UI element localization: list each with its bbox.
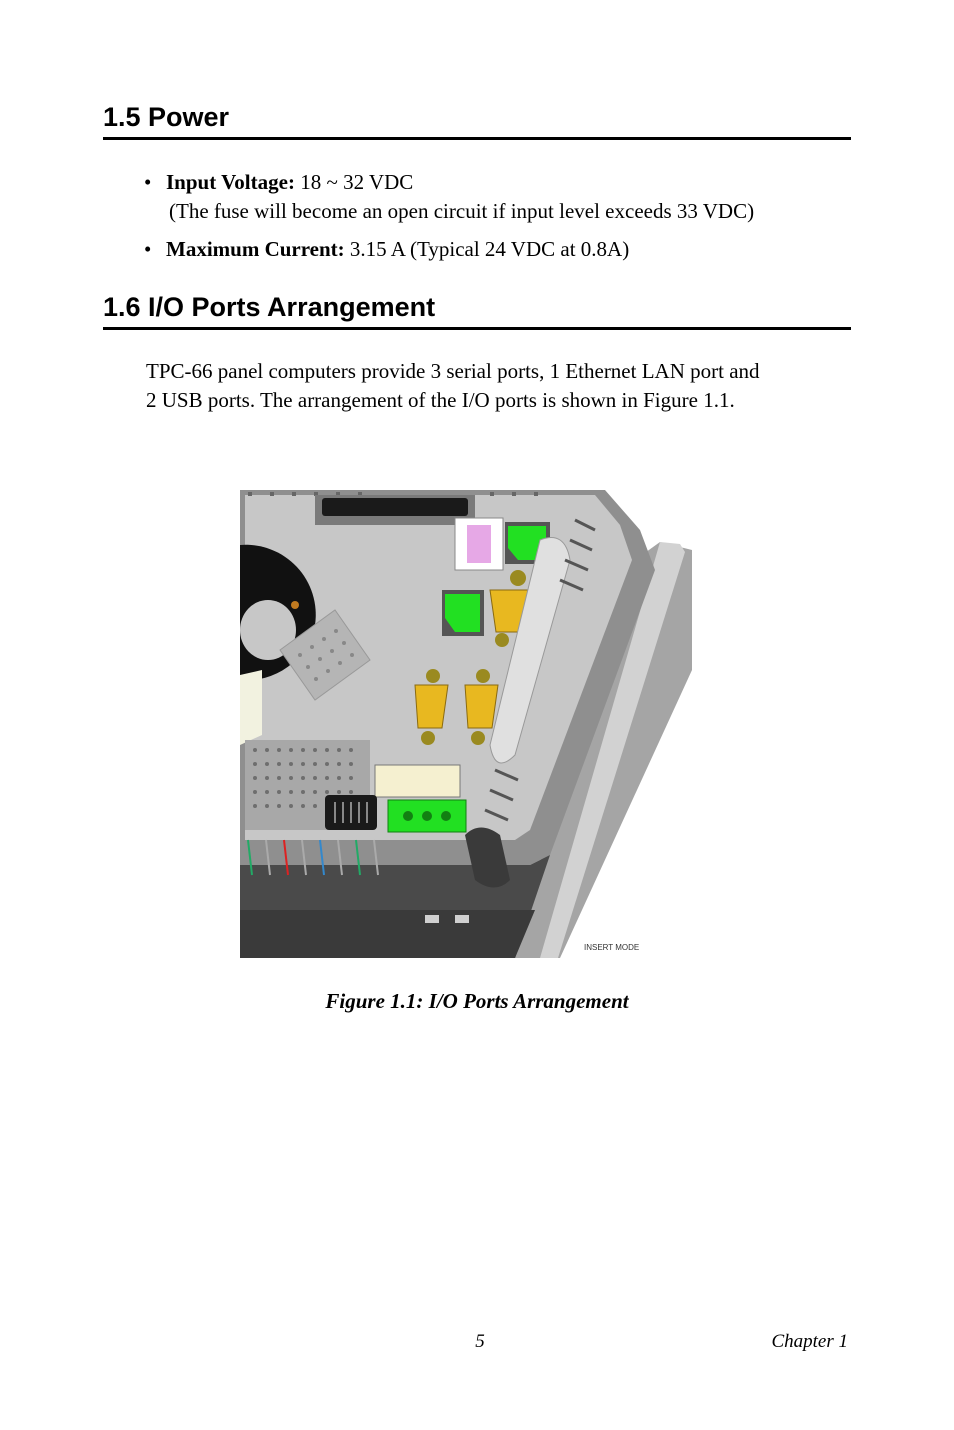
input-voltage-note: (The fuse will become an open circuit if… [169, 199, 755, 223]
expansion-slot [374, 764, 461, 798]
terminal-pin [403, 811, 413, 821]
serial-port-com2 [414, 684, 449, 729]
section-heading-power: 1.5 Power [103, 102, 230, 132]
max-current-item: Maximum Current: 3.15 A (Typical 24 VDC … [166, 235, 629, 264]
section-heading-io-ports: 1.6 I/O Ports Arrangement [103, 292, 436, 322]
heading-rule [103, 137, 851, 140]
cf-card-slot [322, 498, 468, 516]
status-leds [247, 839, 379, 876]
bullet-marker: • [144, 237, 152, 261]
top-vents [248, 492, 538, 496]
usb-port-top [508, 526, 546, 560]
input-voltage-value: 18 ~ 32 VDC [294, 170, 414, 194]
paragraph-line: TPC-66 panel computers provide 3 serial … [146, 359, 760, 383]
dip-switch-keys [334, 802, 368, 823]
serial-screw [510, 570, 526, 586]
serial-screw [495, 633, 509, 647]
bullet-marker: • [144, 170, 152, 194]
terminal-pin [441, 811, 451, 821]
speaker-hole [240, 600, 296, 660]
figure-caption: Figure 1.1: I/O Ports Arrangement [325, 989, 629, 1013]
max-current-label: Maximum Current: [166, 237, 345, 261]
heading-rule [103, 327, 851, 330]
io-ports-figure: INSERT MODE [240, 490, 692, 958]
bezel-edge [540, 542, 685, 958]
chassis-base [240, 910, 535, 958]
chapter-label: Chapter 1 [771, 1331, 848, 1352]
terminal-pin [422, 811, 432, 821]
mounting-foot [465, 827, 510, 888]
input-voltage-item: Input Voltage: 18 ~ 32 VDC [166, 168, 413, 197]
serial-port-com3 [464, 684, 499, 729]
vent-grid-holes [253, 748, 353, 808]
screw [291, 601, 299, 609]
base-slot [455, 915, 469, 923]
serial-screw [426, 669, 440, 683]
perforated-plate [279, 609, 371, 701]
label-sticker [240, 670, 262, 745]
page-number: 5 [475, 1331, 485, 1352]
pink-port [467, 525, 491, 563]
insert-mode-label: INSERT MODE [584, 943, 639, 952]
input-voltage-label: Input Voltage: [166, 170, 295, 194]
max-current-value: 3.15 A (Typical 24 VDC at 0.8A) [344, 237, 630, 261]
serial-screw [421, 731, 435, 745]
paragraph-line: 2 USB ports. The arrangement of the I/O … [146, 388, 735, 412]
mounting-rail [489, 537, 571, 764]
lan-port [445, 594, 480, 632]
serial-screw [476, 669, 490, 683]
serial-screw [471, 731, 485, 745]
base-slot [425, 915, 439, 923]
plate-holes [298, 629, 354, 681]
side-fins [484, 518, 596, 822]
